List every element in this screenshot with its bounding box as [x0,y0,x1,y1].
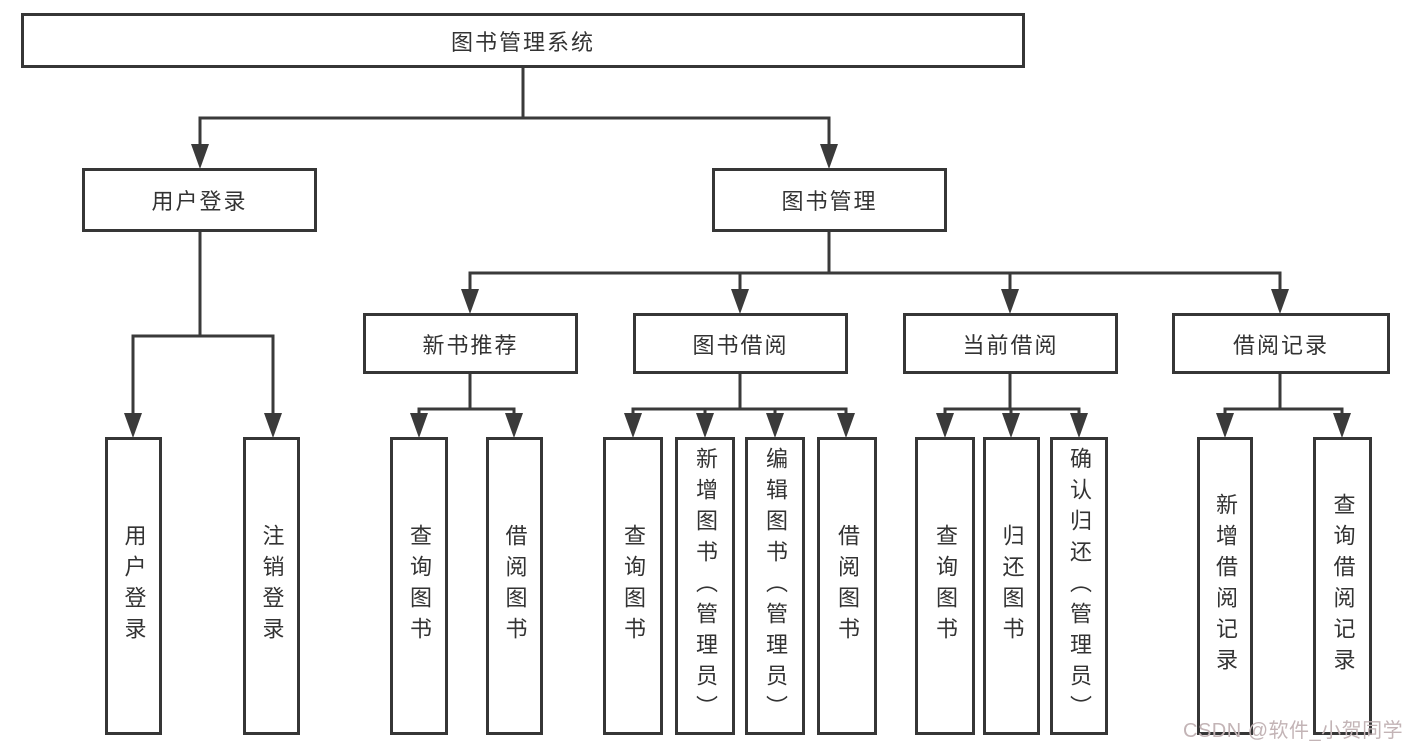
leaf-query-book-borrow-label: 查询图书 [621,524,646,648]
leaf-query-book-current: 查询图书 [915,437,975,735]
connector-book-management [461,232,1289,314]
node-user-login: 用户登录 [82,168,317,232]
node-current-borrow: 当前借阅 [903,313,1118,374]
node-new-book-recommend: 新书推荐 [363,313,578,374]
leaf-user-login-label: 用户登录 [121,524,147,648]
leaf-return-book-label: 归还图书 [999,524,1025,648]
leaf-borrow-book-newrec: 借阅图书 [486,437,543,735]
leaf-query-book-newrec: 查询图书 [390,437,448,735]
leaf-edit-book-admin: 编辑图书（管理员） [745,437,805,735]
node-current-borrow-label: 当前借阅 [962,332,1059,358]
connector-current-borrow [936,374,1088,438]
leaf-confirm-return-admin-label: 确认归还（管理员） [1067,446,1092,726]
leaf-add-borrow-record-label: 新增借阅记录 [1213,493,1238,679]
node-book-management: 图书管理 [712,168,947,232]
node-borrow-records-label: 借阅记录 [1232,332,1329,358]
leaf-user-login: 用户登录 [105,437,162,735]
leaf-edit-book-admin-label: 编辑图书（管理员） [763,446,788,726]
leaf-add-book-admin: 新增图书（管理员） [675,437,735,735]
node-book-borrow-label: 图书借阅 [692,332,789,358]
node-root: 图书管理系统 [21,13,1025,68]
connector-root [191,68,838,169]
connector-book-borrow [624,374,855,438]
leaf-add-borrow-record: 新增借阅记录 [1197,437,1253,735]
connector-new-book-recommend [410,374,523,438]
connector-user-login [124,232,282,438]
leaf-borrow-book-borrow-label: 借阅图书 [835,524,860,648]
leaf-return-book: 归还图书 [983,437,1040,735]
leaf-logout-login-label: 注销登录 [259,524,285,648]
csdn-watermark: CSDN @软件_小贺同学 [1183,720,1404,742]
leaf-logout-login: 注销登录 [243,437,300,735]
node-root-label: 图书管理系统 [450,29,595,55]
node-book-management-label: 图书管理 [781,189,878,214]
leaf-query-borrow-record-label: 查询借阅记录 [1330,493,1356,679]
node-borrow-records: 借阅记录 [1172,313,1390,374]
leaf-add-book-admin-label: 新增图书（管理员） [693,446,718,726]
node-book-borrow: 图书借阅 [633,313,848,374]
leaf-query-borrow-record: 查询借阅记录 [1313,437,1372,735]
leaf-query-book-current-label: 查询图书 [933,524,958,648]
connector-borrow-records [1216,374,1351,438]
node-new-book-recommend-label: 新书推荐 [422,332,519,358]
leaf-query-book-newrec-label: 查询图书 [407,524,432,648]
leaf-confirm-return-admin: 确认归还（管理员） [1050,437,1108,735]
leaf-borrow-book-borrow: 借阅图书 [817,437,877,735]
node-user-login-label: 用户登录 [151,189,248,214]
leaf-query-book-borrow: 查询图书 [603,437,663,735]
leaf-borrow-book-newrec-label: 借阅图书 [502,524,528,648]
